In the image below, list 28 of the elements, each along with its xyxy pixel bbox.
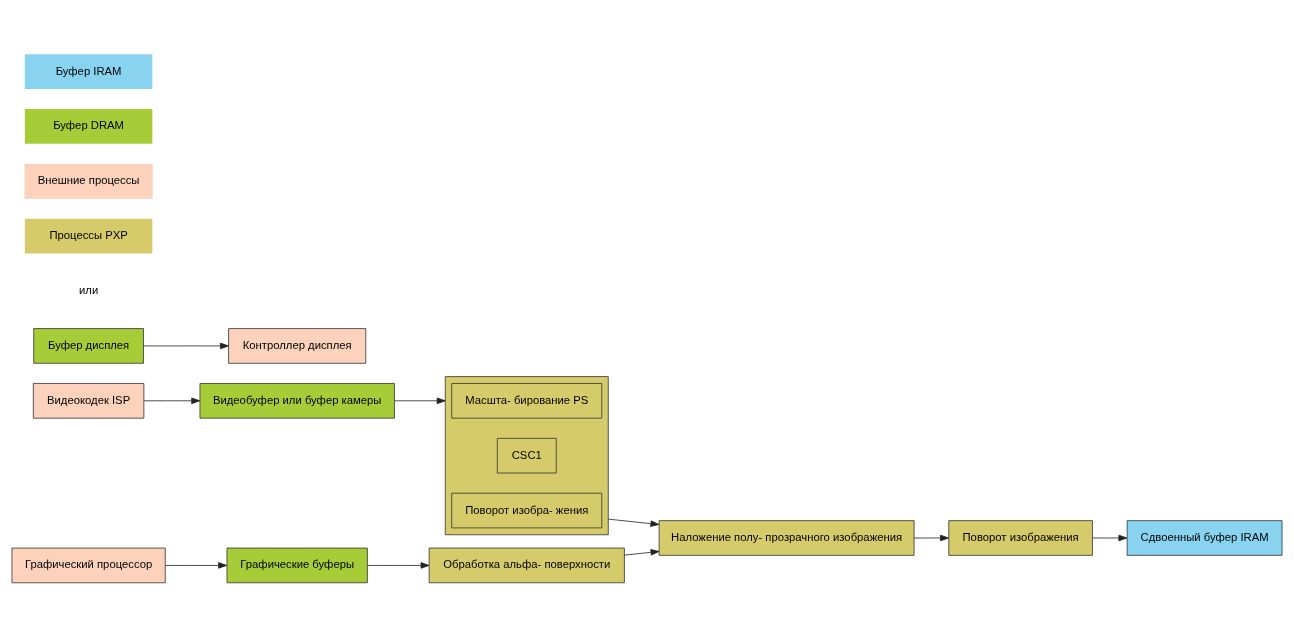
label: или bbox=[79, 284, 99, 297]
legend-label: Буфер IRAM bbox=[55, 64, 122, 77]
node-box: Сдвоенный буфер IRAM bbox=[1126, 520, 1283, 556]
node-box: Масшта- бирование PS bbox=[451, 383, 603, 419]
arrow bbox=[624, 549, 660, 556]
cluster bbox=[444, 376, 609, 536]
node-box: Графический процессор bbox=[11, 547, 166, 584]
legend-label: Процессы PXP bbox=[49, 229, 128, 242]
node-box: Наложение полу- прозрачного изображения bbox=[658, 520, 915, 556]
arrow bbox=[143, 342, 229, 350]
arrow bbox=[913, 534, 949, 542]
node-box: Буфер дисплея bbox=[33, 328, 144, 364]
node-box: Видеобуфер или буфер камеры bbox=[199, 383, 395, 419]
arrow bbox=[164, 562, 228, 569]
arrow bbox=[607, 518, 660, 527]
legend-label: Внешние процессы bbox=[37, 174, 140, 187]
node-box: Контроллер дисплея bbox=[228, 328, 367, 364]
legend-label: Буфер DRAM bbox=[53, 119, 125, 132]
node-box: Поворот изображения bbox=[948, 520, 1093, 556]
node-box: Видеокодек ISP bbox=[32, 383, 145, 419]
node-box: Поворот изобра- жения bbox=[451, 492, 603, 529]
arrow bbox=[1092, 534, 1128, 542]
node-box: Обработка альфа- поверхности bbox=[428, 547, 625, 584]
node-box: Графические буферы bbox=[226, 547, 368, 584]
arrow bbox=[143, 397, 201, 405]
node-box: CSC1 bbox=[496, 437, 557, 474]
arrow bbox=[394, 397, 446, 405]
arrow bbox=[367, 562, 430, 569]
